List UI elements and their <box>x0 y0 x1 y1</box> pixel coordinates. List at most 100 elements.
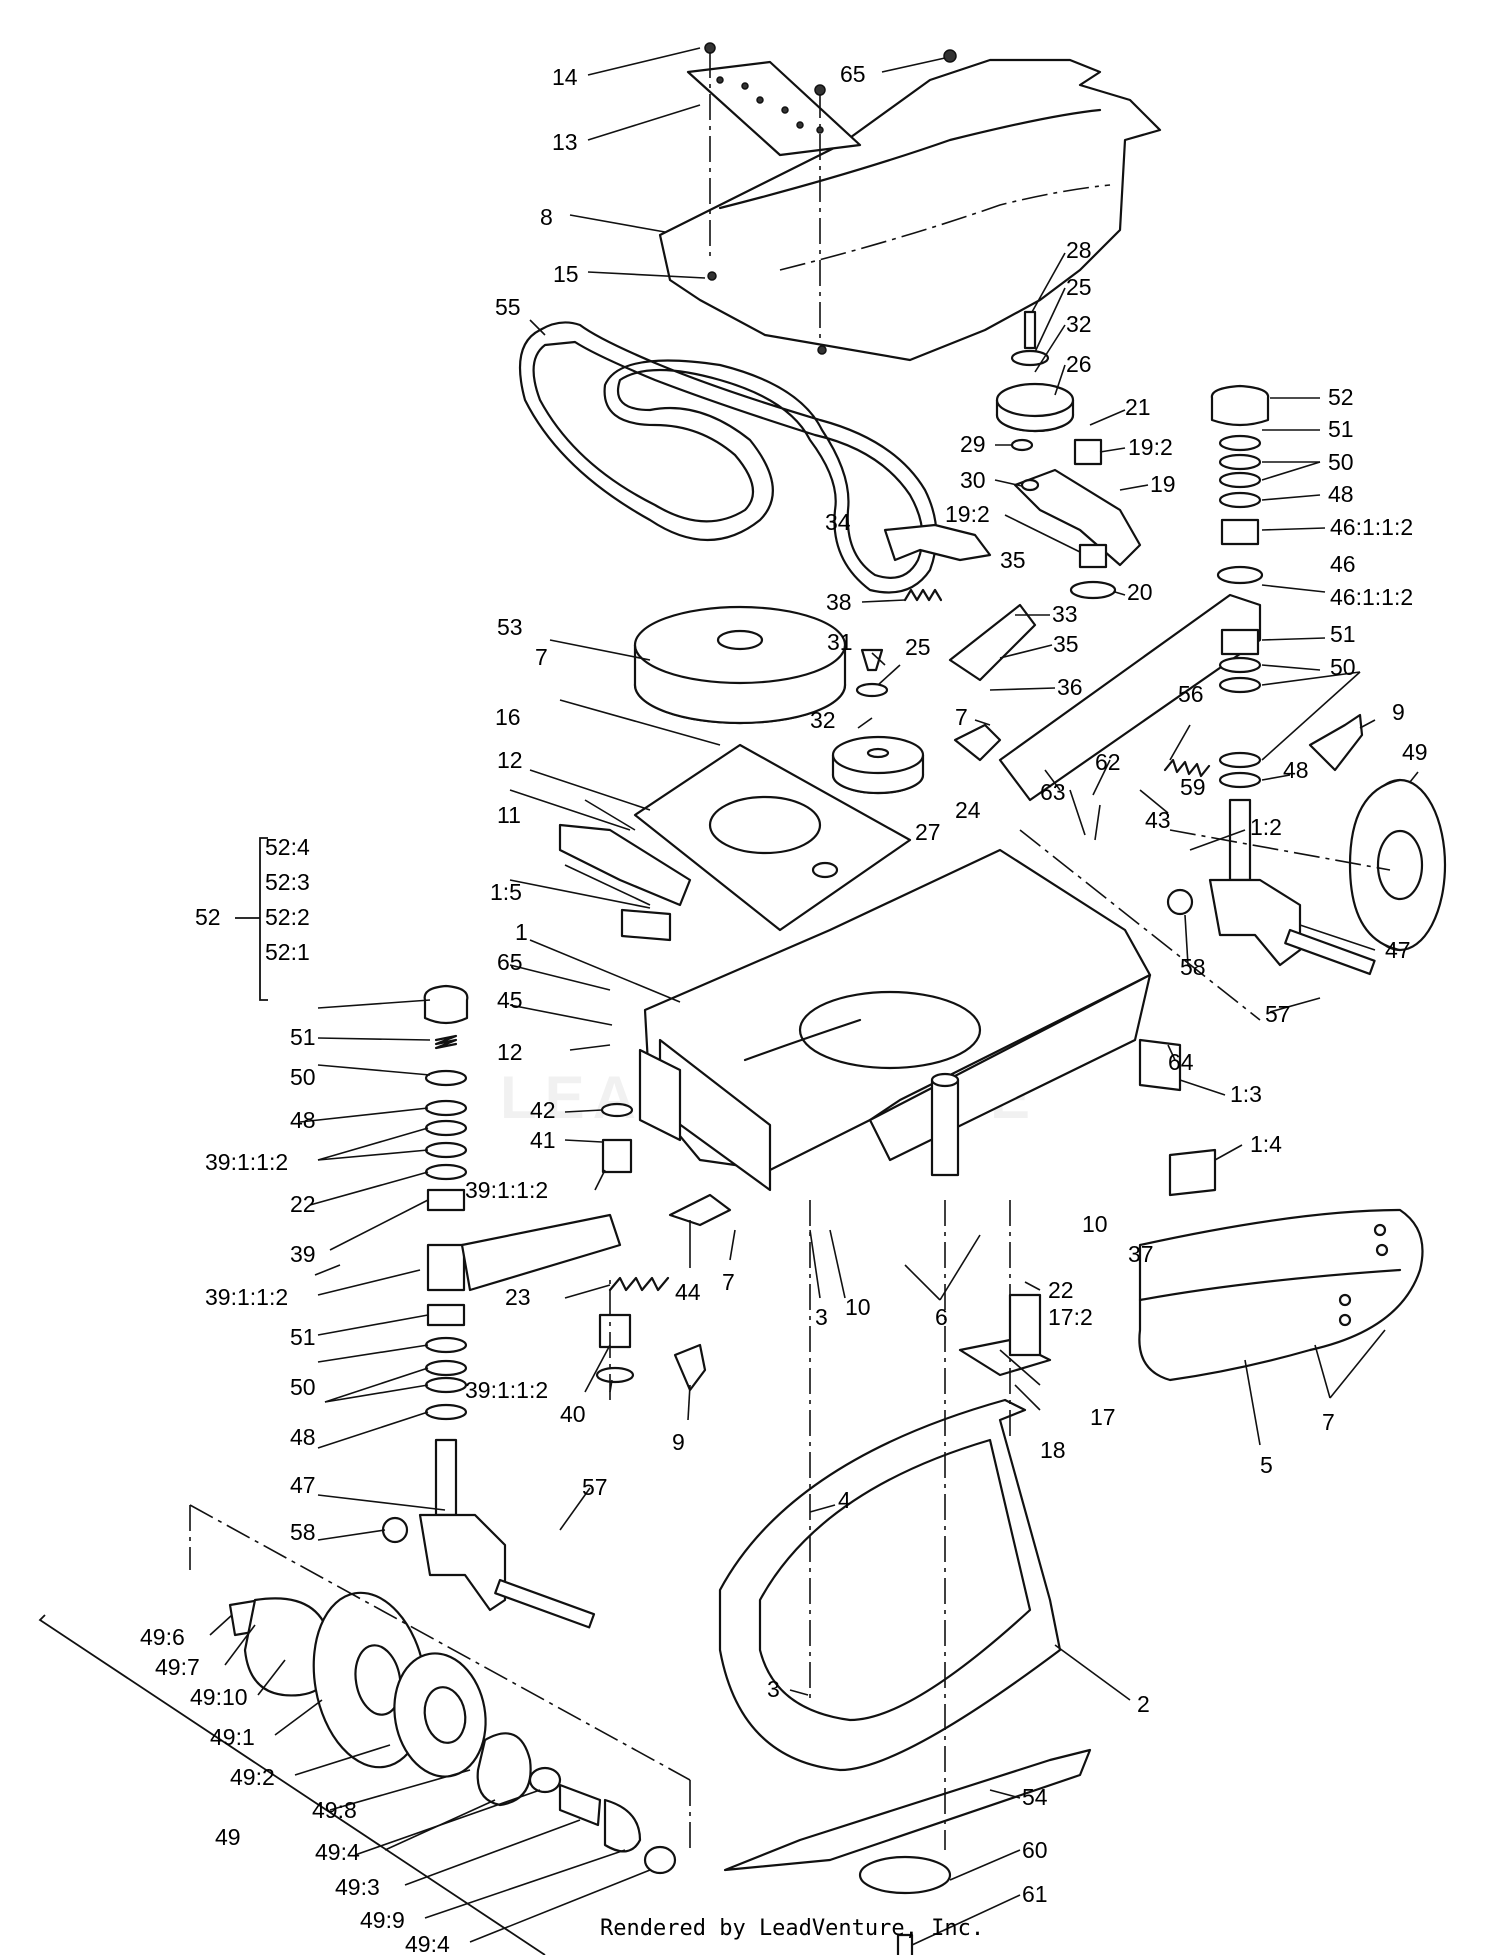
idler-arm <box>1013 468 1142 567</box>
washer-25 <box>1010 349 1050 367</box>
callout: 29 <box>960 431 986 457</box>
callout: 51 <box>1328 416 1354 442</box>
callout: 51 <box>1330 621 1356 647</box>
callout: 9 <box>1392 699 1405 725</box>
callout: 9 <box>672 1429 685 1455</box>
callout: 62 <box>1095 749 1121 775</box>
hidden-line <box>189 1504 691 1781</box>
callout: 59 <box>1180 774 1206 800</box>
callout: 28 <box>1066 237 1092 263</box>
callout: 52:4 <box>265 834 310 860</box>
caster-wheel-right <box>1348 778 1447 952</box>
screw-14 <box>704 42 716 54</box>
bracket-33 <box>948 603 1037 682</box>
latch-9 <box>1308 713 1364 772</box>
callout: 13 <box>552 129 578 155</box>
nut-15 <box>707 271 717 281</box>
callout: 7 <box>1322 1409 1335 1435</box>
caster-nut-58 <box>1166 888 1194 916</box>
callout: 50 <box>1328 449 1354 475</box>
callout: 1:4 <box>1250 1131 1282 1157</box>
bracket-24 <box>953 723 1002 762</box>
callout: 42 <box>530 1097 556 1123</box>
bolt-28 <box>1023 310 1037 350</box>
callout: 16 <box>495 704 521 730</box>
callout: 25 <box>1066 274 1092 300</box>
callout: 56 <box>1178 681 1204 707</box>
callout: 17 <box>1090 1404 1116 1430</box>
clutch-plate <box>633 743 912 932</box>
callout: 44 <box>675 1279 701 1305</box>
caster-fork-right <box>1208 878 1302 967</box>
spring-38 <box>903 588 943 602</box>
spring-59 <box>1163 758 1211 778</box>
callout: 53 <box>497 614 523 640</box>
caster-arm-left <box>460 1213 622 1292</box>
tag-65 <box>943 49 957 63</box>
callout: 12 <box>497 1039 523 1065</box>
callout: 49:1 <box>210 1724 255 1750</box>
caster-fork-left <box>418 1513 507 1612</box>
bolt-31 <box>860 648 884 672</box>
deck-baffle <box>718 1398 1062 1772</box>
bolt-57 <box>1284 928 1376 976</box>
decal-1-3 <box>1138 1038 1182 1092</box>
callout: 39:1:1:2 <box>205 1284 288 1310</box>
callout: 39:1:1:2 <box>465 1177 548 1203</box>
bumper <box>1138 1208 1424 1382</box>
callout: 19:2 <box>945 501 990 527</box>
callout: 49:2 <box>230 1764 275 1790</box>
nut-30 <box>1020 478 1040 492</box>
callout: 23 <box>505 1284 531 1310</box>
callout: 57 <box>582 1474 608 1500</box>
callout: 15 <box>553 261 579 287</box>
caster-wheel-left <box>228 1591 677 1875</box>
callout: 54 <box>1022 1784 1048 1810</box>
decal-1-4 <box>1168 1148 1217 1197</box>
caster-stack-right <box>1210 384 1270 882</box>
group-bracket-49 <box>38 1614 546 1955</box>
callout: 50 <box>290 1374 316 1400</box>
drive-belt-inner <box>532 340 924 579</box>
callout: 58 <box>1180 954 1206 980</box>
footer-credit: Rendered by LeadVenture, Inc. <box>600 1916 984 1941</box>
callout: 52 <box>1328 384 1354 410</box>
callout: 50 <box>290 1064 316 1090</box>
callout: 49:3 <box>335 1874 380 1900</box>
leader-lines <box>209 47 1419 1946</box>
callout: 49:8 <box>312 1797 357 1823</box>
hidden-line <box>1169 829 1391 871</box>
callout: 46:1:1:2 <box>1330 584 1413 610</box>
callout: 57 <box>1265 1001 1291 1027</box>
callout: 51 <box>290 1324 316 1350</box>
spring-23 <box>608 1276 670 1292</box>
callout: 32 <box>1066 311 1092 337</box>
washer-40 <box>595 1366 635 1384</box>
spindle-tube <box>1008 1293 1042 1357</box>
callout: 20 <box>1127 579 1153 605</box>
latch-9b <box>673 1343 707 1392</box>
callout: 45 <box>497 987 523 1013</box>
belt-cover <box>658 58 1162 362</box>
callout: 48 <box>1328 481 1354 507</box>
callout: 35 <box>1053 631 1079 657</box>
callout: 19:2 <box>1128 434 1173 460</box>
callout: 17:2 <box>1048 1304 1093 1330</box>
callout: 7 <box>535 644 548 670</box>
callout: 39 <box>290 1241 316 1267</box>
callout: 64 <box>1168 1049 1194 1075</box>
callout: 27 <box>915 819 941 845</box>
group-bracket-52 <box>259 837 268 1001</box>
callout: 47 <box>290 1472 316 1498</box>
callout: 32 <box>810 707 836 733</box>
callout: 49:4 <box>405 1931 450 1955</box>
callout: 10 <box>845 1294 871 1320</box>
decal-plate <box>686 60 862 157</box>
callout: 49 <box>1402 739 1428 765</box>
callout: 3 <box>815 1304 828 1330</box>
bracket-44 <box>668 1193 732 1227</box>
blade-plate-60 <box>858 1855 952 1895</box>
drive-belt <box>518 321 938 594</box>
callout: 5 <box>1260 1452 1273 1478</box>
callout: 49:7 <box>155 1654 200 1680</box>
